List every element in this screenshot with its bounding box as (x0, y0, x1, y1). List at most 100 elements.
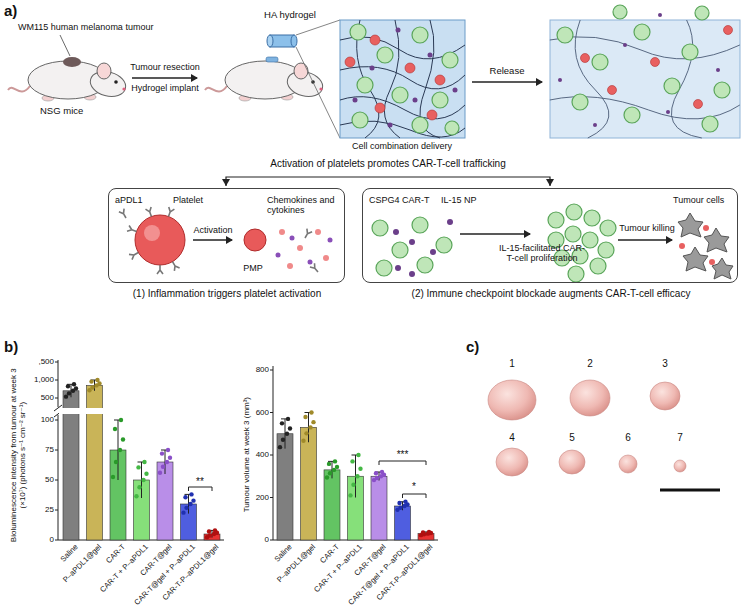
tumour-photo (619, 455, 637, 473)
pmp-figure (290, 236, 295, 241)
hydrogel-zoom (428, 53, 433, 58)
data-point (348, 493, 352, 497)
pmp-figure (315, 229, 321, 235)
data-point (95, 378, 99, 382)
panel-letter: a) (4, 2, 17, 19)
hydrogel-zoom (412, 117, 428, 133)
axis-title: Tumour volume at week 3 (mm³) (242, 365, 251, 545)
hydrogel-release (550, 5, 740, 138)
car-t-cells (372, 204, 616, 282)
hydrogel-release (558, 78, 562, 82)
tumour-photo (559, 450, 585, 474)
data-point (67, 391, 71, 395)
hydrogel-release (550, 20, 740, 138)
data-point (309, 410, 313, 414)
callout-number: 2 (587, 358, 593, 370)
hydrogel-zoom (345, 57, 355, 67)
car-t-cells (393, 229, 399, 235)
data-point (281, 438, 285, 442)
tick-label: ,500 (38, 357, 54, 366)
car-t-cells (590, 258, 606, 274)
car-t-cells (393, 219, 453, 277)
chart-axis (55, 362, 58, 540)
pmp-figure (279, 229, 285, 235)
category-label: Saline (59, 543, 80, 564)
data-point (304, 431, 308, 435)
data-point (90, 385, 94, 389)
hydrogel-release (613, 5, 627, 19)
box-label: Platelet (173, 195, 203, 205)
platelet-figure (119, 207, 185, 274)
significance-bracket (379, 461, 426, 465)
banner-text: Activation of platelets promotes CAR-T-c… (270, 158, 505, 170)
data-point (184, 506, 188, 510)
platelet-figure (166, 207, 175, 218)
tumour-photo (496, 448, 528, 476)
hydrogel-zoom (370, 66, 375, 71)
data-point (355, 474, 359, 478)
data-point (161, 465, 165, 469)
panel-letter: b) (4, 338, 18, 355)
data-point (278, 445, 282, 449)
box-label: Tumour cells (673, 195, 724, 205)
data-point (113, 427, 117, 431)
mouse-figure (8, 61, 128, 101)
axis-title: Bioluminescence intensity from tumour at… (9, 360, 27, 550)
hydrogel-release (592, 54, 608, 70)
platelet-figure (129, 250, 140, 260)
data-point (375, 476, 379, 480)
significance-mark: * (412, 481, 416, 493)
hydrogel-zoom (353, 28, 458, 128)
hydrogel-release (702, 116, 718, 132)
data-point (350, 459, 354, 463)
callout-number: 6 (625, 432, 631, 444)
data-point (301, 439, 305, 443)
data-point (89, 379, 93, 383)
tick-label: 600 (256, 408, 269, 417)
car-t-cells (584, 210, 600, 226)
tumour-cells (678, 213, 733, 279)
data-point (358, 467, 362, 471)
tumour-cells (678, 213, 703, 237)
box-label: IL-15 NP (441, 195, 477, 205)
car-t-cells (565, 226, 581, 242)
car-t-cells (430, 249, 436, 255)
hydrogel-release (623, 43, 627, 47)
data-point (136, 465, 140, 469)
data-point (207, 529, 211, 533)
bar (277, 434, 293, 540)
hydrogel-release (716, 68, 720, 72)
tumour-cells (703, 225, 709, 231)
hydrogel-release (664, 78, 680, 94)
significance-mark: ** (196, 476, 204, 488)
hydrogel-zoom (445, 121, 459, 135)
mouse-figure (266, 57, 278, 62)
tumour-cells (679, 243, 685, 249)
hydrogel-implant (270, 35, 294, 47)
pmp-figure (276, 236, 333, 265)
car-t-cells (409, 239, 415, 245)
annotation: NSG mice (40, 106, 83, 117)
hydrogel-release (575, 20, 609, 138)
data-point (397, 501, 401, 505)
significance-bracket (189, 487, 213, 491)
hydrogel-release (608, 86, 617, 95)
process-arrow (132, 78, 542, 82)
data-point (311, 420, 315, 424)
data-point (188, 502, 192, 506)
pmp-figure (310, 263, 320, 274)
hydrogel-release (572, 94, 588, 110)
data-point (351, 483, 355, 487)
hydrogel-zoom (340, 20, 465, 138)
data-point (427, 530, 431, 534)
chart-axis (273, 366, 438, 540)
tick-label: 500 (41, 393, 54, 402)
box-caption: (2) Immune checkpoint blockade augments … (412, 288, 691, 300)
pmp-figure (328, 238, 333, 243)
process-box: CSPG4 CAR-TIL-15 NPIL-15-facilitated CAR… (362, 188, 738, 283)
data-point (328, 471, 332, 475)
callout-number: 4 (509, 432, 515, 444)
platelet-figure (170, 260, 180, 271)
step-label: Tumour resection (130, 62, 200, 72)
